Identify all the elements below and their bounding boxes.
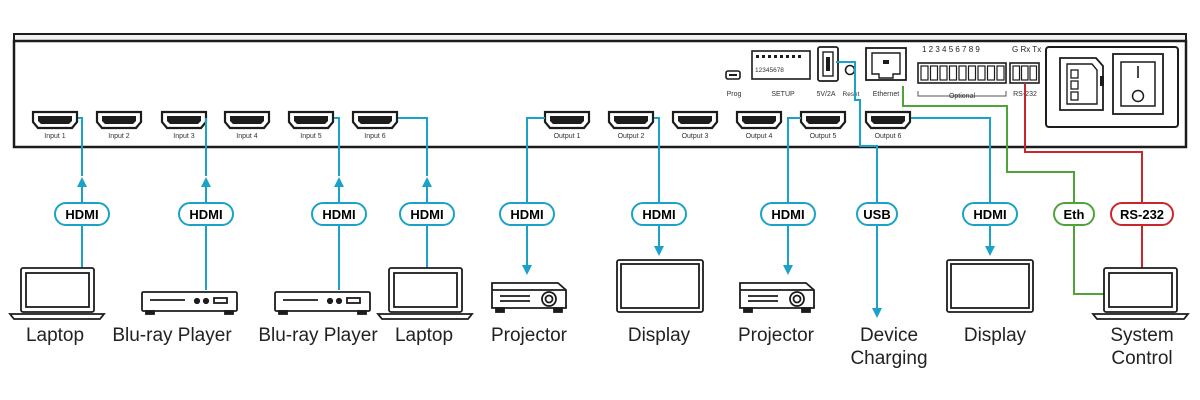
input-port-4[interactable]: [223, 110, 271, 130]
device-label: Projector: [738, 325, 815, 346]
output-port-4[interactable]: [735, 110, 783, 130]
hdmi-pill-8: HDMI: [962, 202, 1018, 226]
svg-text:HDMI: HDMI: [771, 207, 804, 222]
input-port-2[interactable]: [95, 110, 143, 130]
optional-label: Optional: [949, 93, 976, 100]
power-module: [1045, 46, 1179, 128]
prog-port[interactable]: [725, 70, 741, 80]
reset-label: Reset: [843, 91, 860, 98]
usb-port[interactable]: [817, 46, 839, 82]
input-port-3[interactable]: [160, 110, 208, 130]
hdmi-pill-4: HDMI: [399, 202, 455, 226]
device-label: Display: [628, 325, 691, 346]
optional-terminal-block[interactable]: 1 2 3 4 5 6 7 8 9 Optional: [917, 45, 1007, 100]
input-label-2: Input 2: [108, 133, 130, 140]
svg-text:HDMI: HDMI: [65, 207, 98, 222]
svg-text:HDMI: HDMI: [189, 207, 222, 222]
output-port-1[interactable]: [543, 110, 591, 130]
svg-text:HDMI: HDMI: [642, 207, 675, 222]
projector-icon: [739, 282, 815, 313]
laptop-icon: [376, 267, 474, 320]
power-inlet[interactable]: [1059, 57, 1104, 111]
input-ports: Input 1 Input 2 Input 3 Input 4 Input 5 …: [31, 110, 399, 140]
laptop-icon: [8, 267, 106, 320]
connection-pills: HDMI HDMI HDMI HDMI HDMI HDMI HDMI USB H…: [54, 202, 1174, 226]
input-label-4: Input 4: [236, 133, 258, 140]
power-switch[interactable]: [1112, 53, 1164, 115]
hdmi-pill-7: HDMI: [760, 202, 816, 226]
device-label: Blu-ray Player: [112, 325, 232, 346]
output-label-4: Output 4: [746, 133, 773, 140]
output-port-3[interactable]: [671, 110, 719, 130]
projector-icon: [491, 282, 567, 313]
setup-dip-switch[interactable]: 12345678: [751, 50, 811, 80]
optional-numbers: 1 2 3 4 5 6 7 8 9: [922, 45, 980, 54]
reset-button[interactable]: [844, 64, 856, 76]
output-port-5[interactable]: [799, 110, 847, 130]
rs232-pill: RS-232: [1110, 202, 1174, 226]
display-icon: [946, 259, 1034, 313]
eth-pill: Eth: [1053, 202, 1095, 226]
output-label-1: Output 1: [554, 133, 581, 140]
hdmi-pill-2: HDMI: [178, 202, 234, 226]
svg-text:USB: USB: [863, 207, 890, 222]
output-label-3: Output 3: [682, 133, 709, 140]
hdmi-pill-1: HDMI: [54, 202, 110, 226]
device-label: Device: [860, 325, 918, 346]
hdmi-pill-6: HDMI: [631, 202, 687, 226]
bluray-player-icon: [141, 291, 238, 315]
setup-digits: 12345678: [755, 67, 784, 74]
output-label-6: Output 6: [875, 133, 902, 140]
device-label: Charging: [850, 348, 927, 369]
input-port-5[interactable]: [287, 110, 335, 130]
ethernet-label: Ethernet: [873, 91, 900, 98]
device-labels: Laptop Blu-ray Player Blu-ray Player Lap…: [26, 325, 1174, 369]
svg-text:HDMI: HDMI: [973, 207, 1006, 222]
ethernet-port[interactable]: [865, 47, 907, 81]
prog-label: Prog: [727, 91, 742, 98]
output-label-5: Output 5: [810, 133, 837, 140]
svg-text:HDMI: HDMI: [510, 207, 543, 222]
output-port-6[interactable]: [864, 110, 912, 130]
bluray-player-icon: [274, 291, 371, 315]
usb-port-label: 5V/2A: [816, 91, 835, 98]
switcher-chassis: [12, 33, 1188, 149]
setup-label: SETUP: [771, 91, 795, 98]
device-label: Blu-ray Player: [258, 325, 378, 346]
output-port-2[interactable]: [607, 110, 655, 130]
output-label-2: Output 2: [618, 133, 645, 140]
device-label: System: [1110, 325, 1173, 346]
output-ports: Output 1 Output 2 Output 3 Output 4 Outp…: [543, 110, 912, 140]
input-label-6: Input 6: [364, 133, 386, 140]
svg-text:Eth: Eth: [1064, 207, 1085, 222]
svg-text:HDMI: HDMI: [410, 207, 443, 222]
endpoint-devices: [8, 259, 1190, 320]
device-label: Display: [964, 325, 1027, 346]
hdmi-pill-3: HDMI: [311, 202, 367, 226]
device-label: Laptop: [26, 325, 84, 346]
device-label: Projector: [491, 325, 568, 346]
display-icon: [616, 259, 704, 313]
input-label-5: Input 5: [300, 133, 322, 140]
input-label-1: Input 1: [44, 133, 66, 140]
input-port-6[interactable]: [351, 110, 399, 130]
svg-text:RS-232: RS-232: [1120, 207, 1164, 222]
input-label-3: Input 3: [173, 133, 195, 140]
input-port-1[interactable]: [31, 110, 79, 130]
device-label: Control: [1111, 348, 1172, 369]
grxtx-label: G Rx Tx: [1012, 45, 1041, 54]
usb-pill: USB: [856, 202, 898, 226]
device-label: Laptop: [395, 325, 453, 346]
svg-text:HDMI: HDMI: [322, 207, 355, 222]
system-control-laptop-icon: [1091, 267, 1190, 320]
hdmi-pill-5: HDMI: [499, 202, 555, 226]
